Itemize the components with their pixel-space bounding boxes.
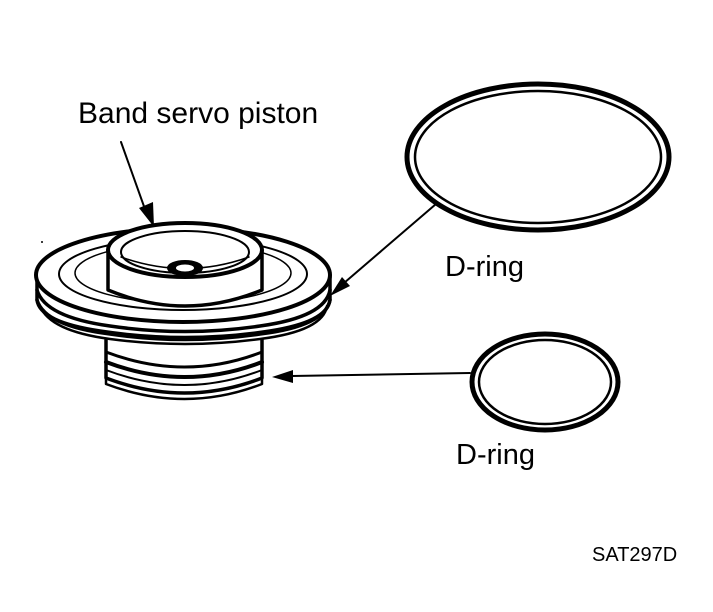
piston-leader-arrow <box>120 141 154 227</box>
figure-code-label: SAT297D <box>592 544 678 566</box>
piston-stem <box>104 338 264 401</box>
d-ring-large <box>404 81 672 233</box>
band-servo-piston-label: Band servo piston <box>78 97 319 130</box>
piston-boss <box>106 221 264 308</box>
d-ring-small-label: D-ring <box>456 439 535 471</box>
d-ring-large-label: D-ring <box>445 251 524 283</box>
d-ring-small-leader-arrow <box>272 370 471 383</box>
scan-speck <box>41 241 43 243</box>
d-ring-large-leader-arrow <box>330 203 437 296</box>
band-servo-piston <box>34 221 332 401</box>
d-ring-small <box>469 331 621 433</box>
